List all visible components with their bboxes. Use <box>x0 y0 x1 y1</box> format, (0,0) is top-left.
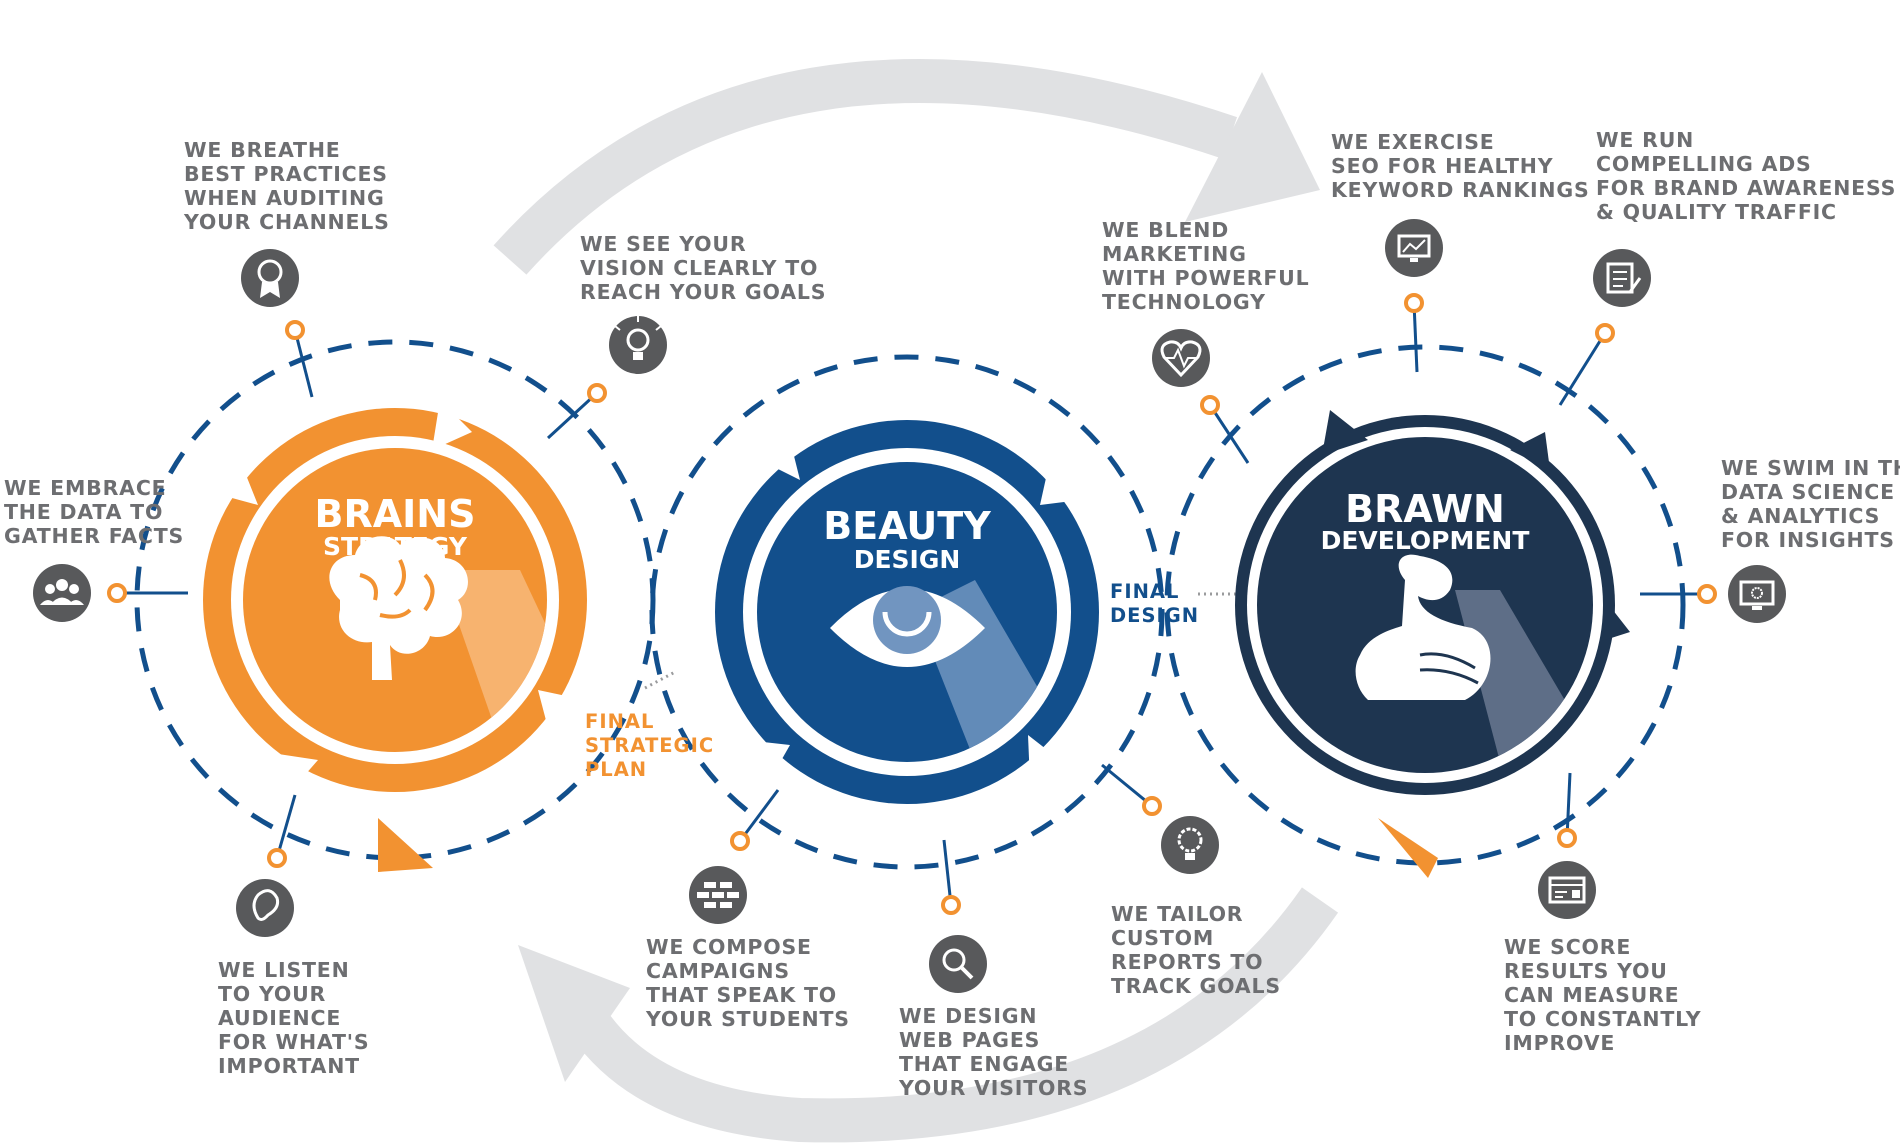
handoff-final-design: FINAL DESIGN <box>1110 580 1200 627</box>
gear-bulb-icon <box>1161 816 1219 874</box>
callout-score <box>1538 772 1596 919</box>
stage-title: BEAUTY <box>823 504 991 548</box>
ear-icon <box>236 879 294 937</box>
badge-icon <box>241 249 299 307</box>
monitor-gear-icon <box>1728 565 1786 623</box>
eye-icon <box>830 586 985 667</box>
stage-strategy: BRAINS STRATEGY <box>203 400 587 792</box>
callout-data-science <box>1640 565 1786 623</box>
callout-web-pages <box>929 839 987 993</box>
callout-reports <box>1101 763 1219 874</box>
stage-design: BEAUTY DESIGN <box>715 420 1099 804</box>
dotted-connector <box>644 670 676 690</box>
stage-title: BRAWN <box>1345 487 1505 531</box>
callout-data-facts <box>33 564 188 622</box>
callout-best-practices <box>241 249 314 398</box>
lightbulb-icon <box>609 316 667 374</box>
flexed-arm-icon <box>1355 554 1491 700</box>
magnifier-icon <box>929 935 987 993</box>
brain-icon <box>329 536 468 680</box>
orbit-ring-strategy <box>134 339 656 861</box>
callout-vision <box>546 316 667 440</box>
stage-title: BRAINS <box>315 492 476 536</box>
callout-seo <box>1385 219 1443 373</box>
browser-icon <box>1538 861 1596 919</box>
callout-listen <box>236 794 297 937</box>
stage-development: BRAWN DEVELOPMENT <box>1235 410 1630 795</box>
cycle-arrow-bottom <box>518 887 1339 1143</box>
stage-subtitle: DESIGN <box>854 545 961 574</box>
callout-campaigns <box>689 789 780 924</box>
callout-ads <box>1558 249 1651 406</box>
callout-blend <box>1152 329 1250 464</box>
stage-subtitle: DEVELOPMENT <box>1321 526 1530 555</box>
handoff-strategic-plan: FINAL STRATEGIC PLAN <box>585 710 715 781</box>
stage-subtitle: STRATEGY <box>323 532 468 561</box>
cycle-arrow-top <box>493 59 1320 275</box>
people-icon <box>33 564 91 622</box>
orbit-ring-development <box>1164 344 1686 866</box>
orbit-ring-design <box>649 354 1165 870</box>
orange-triangle-left <box>378 818 433 872</box>
orange-triangle-right <box>1378 818 1438 878</box>
